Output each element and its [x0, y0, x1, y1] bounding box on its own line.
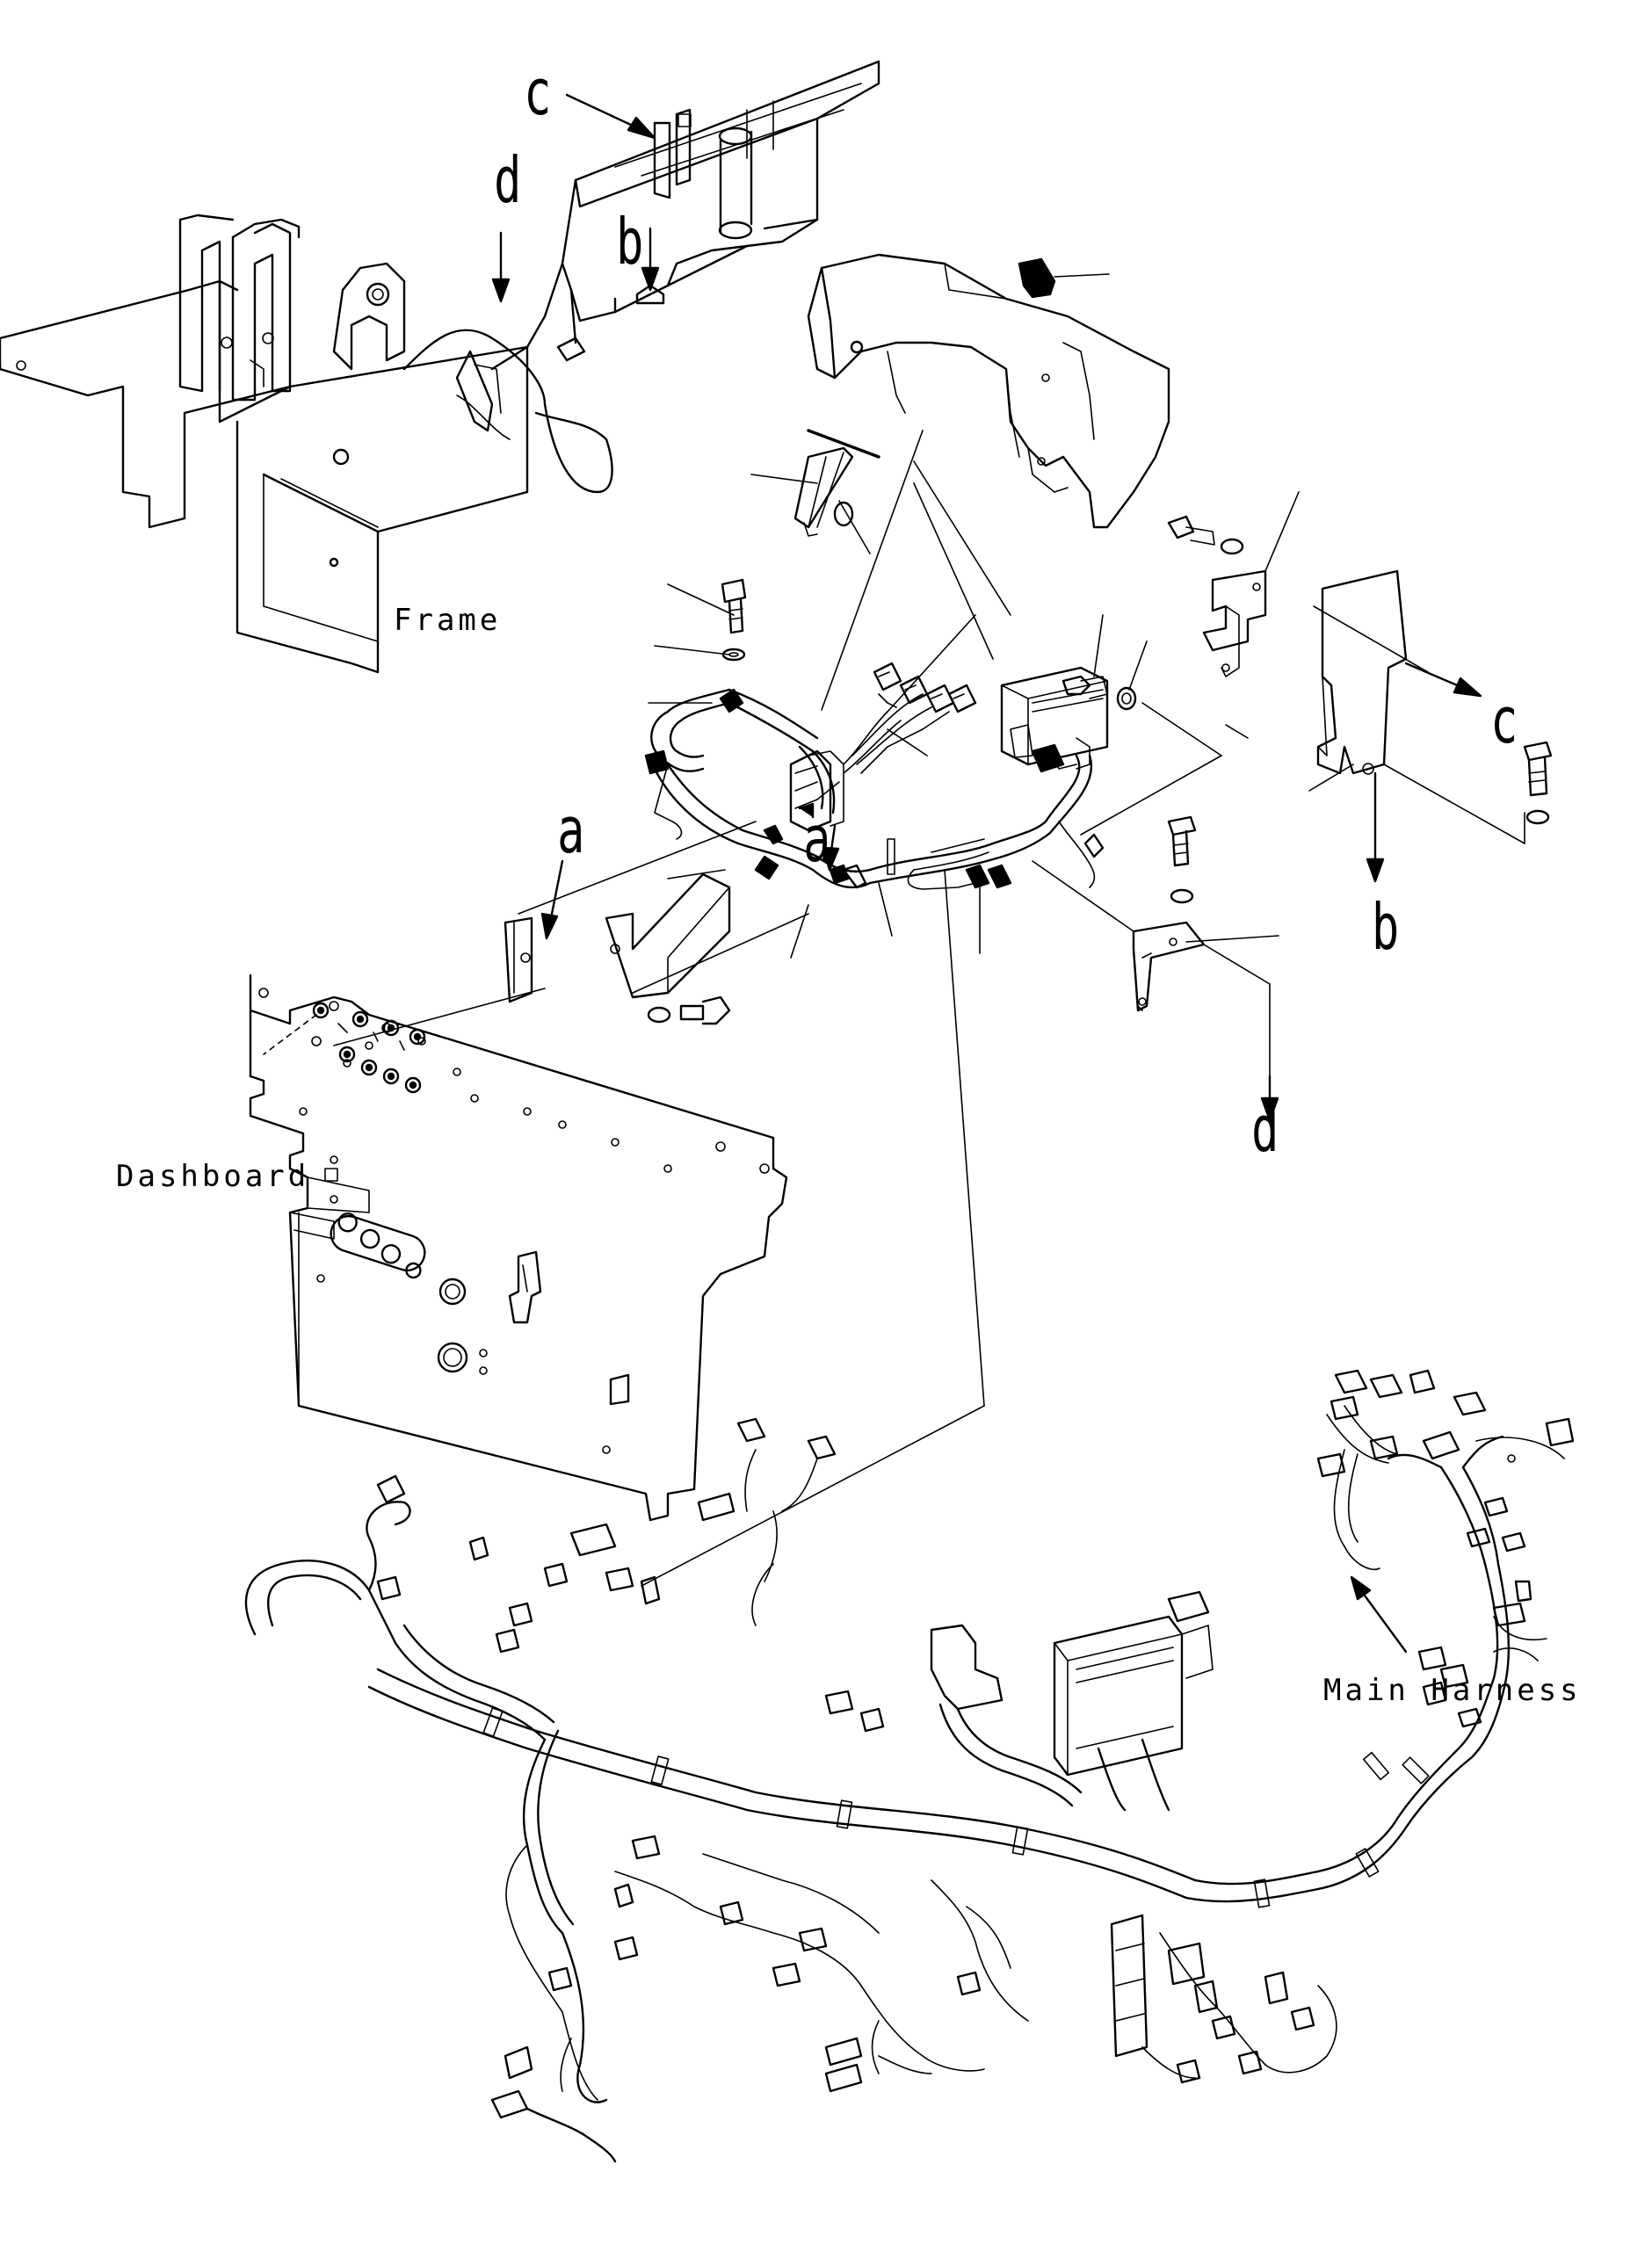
callout-d-bottom: d [1251, 1092, 1279, 1166]
dash-cover [807, 253, 1170, 529]
callout-a-center: a [803, 802, 830, 876]
callout-b-right: b [1372, 890, 1399, 964]
frame-assembly [0, 60, 880, 674]
reference-arrows [491, 93, 1482, 1654]
callout-b-top: b [616, 205, 643, 279]
callout-a-left: a [557, 793, 584, 867]
main-harness-label: Main Harness [1323, 1673, 1582, 1708]
leader-lines [263, 430, 1525, 1587]
part-number-leaders [648, 474, 1300, 959]
callout-c-right: c [1490, 684, 1518, 757]
instrument-harness [644, 662, 1137, 890]
callout-labels: c d b c b a a d Frame Dashboard Main Har… [116, 55, 1582, 1708]
dashboard-panel [249, 974, 788, 1522]
callout-d-top: d [494, 143, 521, 217]
callout-c-top: c [524, 55, 551, 129]
dashboard-label: Dashboard [116, 1159, 309, 1194]
frame-label: Frame [394, 603, 501, 638]
fasteners-top [504, 429, 1553, 1025]
main-harness [244, 1369, 1575, 2163]
